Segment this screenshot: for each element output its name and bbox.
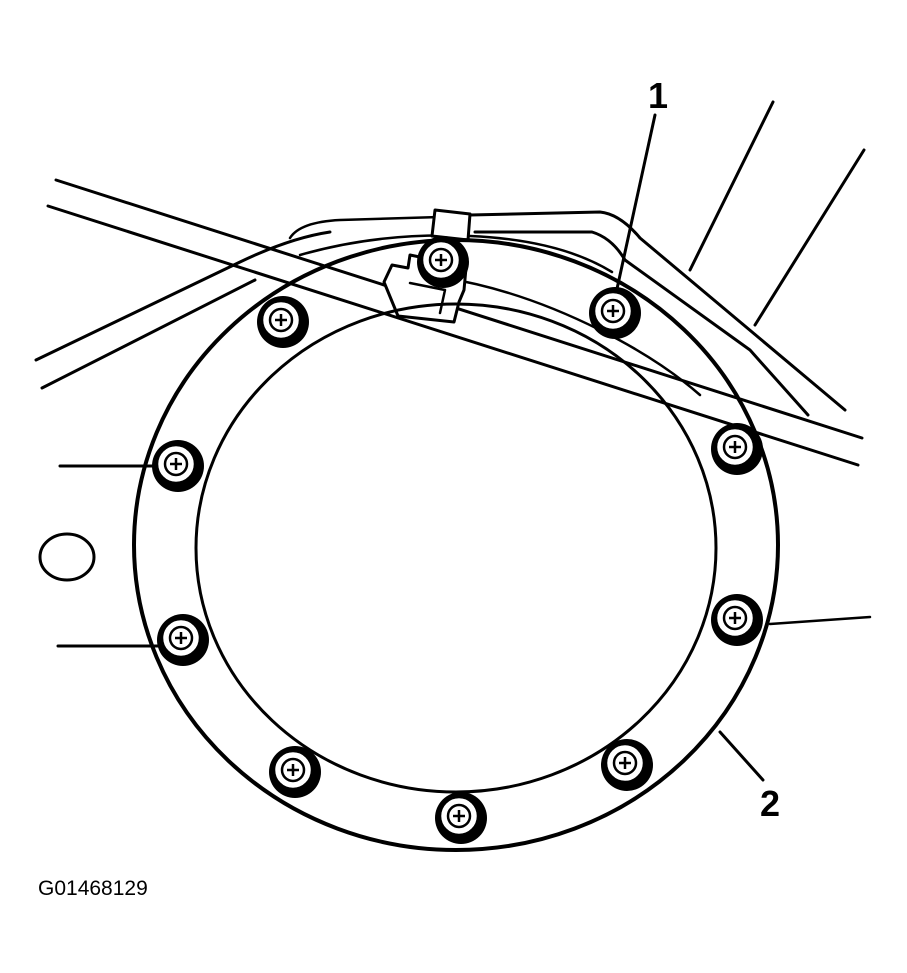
- cover-bolt: [417, 236, 469, 288]
- bracket-tube-top: [288, 215, 442, 240]
- cover-bolt: [711, 594, 763, 646]
- cover-bolt: [257, 296, 309, 348]
- cover-bolt: [589, 287, 641, 339]
- housing-hole: [38, 532, 96, 582]
- cover-bolt: [269, 746, 321, 798]
- cover-outer-edge: [132, 238, 780, 852]
- cover-bolt: [711, 423, 763, 475]
- lower-tube-curve: [443, 276, 702, 397]
- tube-loop: [298, 234, 614, 274]
- callout-1-leader: [613, 113, 657, 300]
- right-tube-outer: [468, 210, 847, 412]
- cover-bolt: [601, 739, 653, 791]
- left-tube-lower: [40, 278, 257, 390]
- cover-bolt: [152, 440, 204, 492]
- cover-inner-edge: [194, 302, 718, 794]
- callout-number-1: 1: [648, 75, 669, 116]
- callout-number-2: 2: [760, 783, 781, 824]
- cover-bolt: [435, 792, 487, 844]
- right-tube-diag-2: [753, 148, 866, 327]
- left-tube-upper: [34, 230, 332, 362]
- housing-line-right: [768, 615, 872, 626]
- tube-clip-top: [430, 208, 472, 242]
- right-tube-diag-1: [688, 100, 775, 272]
- brake-tube-lower-edge: [46, 204, 860, 467]
- callout-2-leader: [718, 730, 765, 782]
- right-tube-inner: [473, 230, 810, 417]
- brake-tube-upper-edge: [54, 178, 864, 440]
- cover-bolt: [157, 614, 209, 666]
- figure-id: G01468129: [38, 877, 148, 900]
